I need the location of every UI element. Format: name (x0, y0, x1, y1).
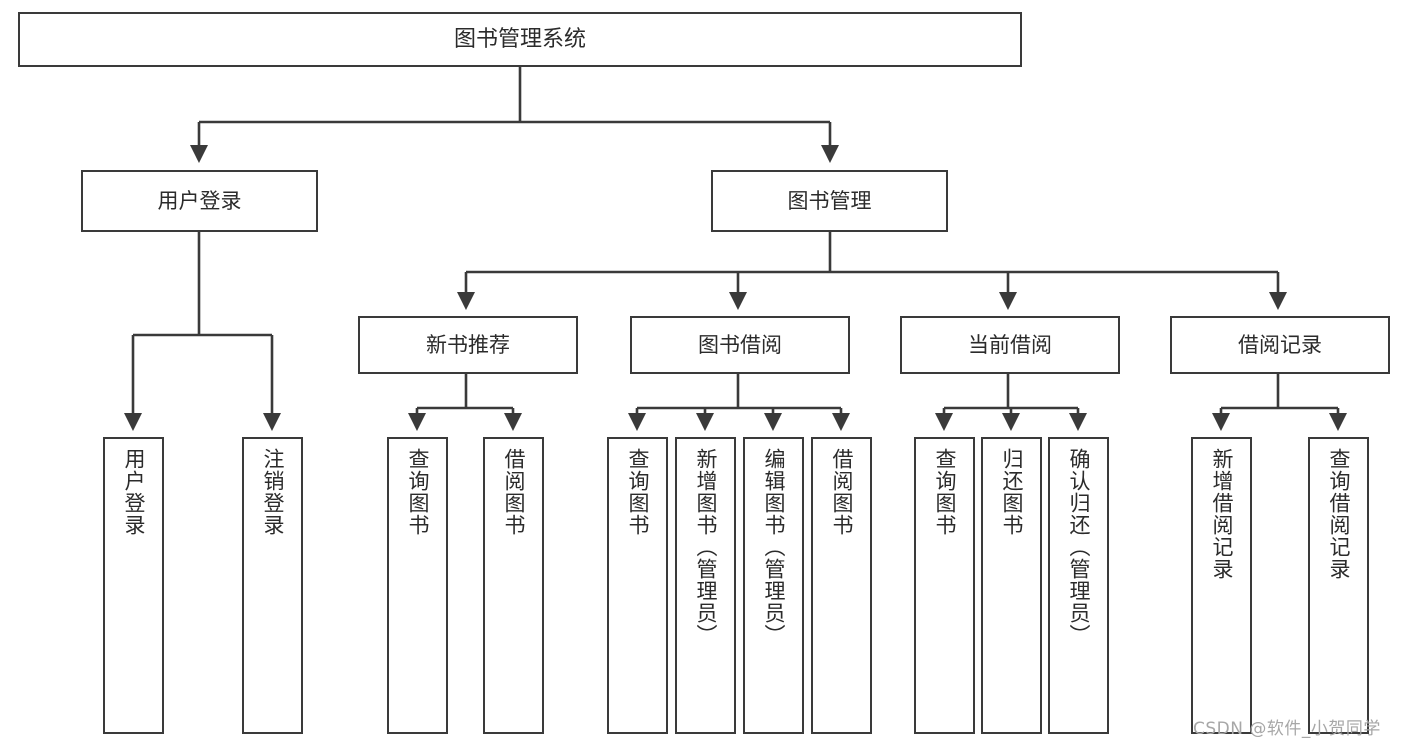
leaf-query-book-recommend[interactable]: 查询图书 (387, 437, 448, 734)
node-label: 图书管理系统 (453, 26, 586, 52)
node-new-book-recommend[interactable]: 新书推荐 (358, 316, 578, 374)
node-label: 借阅图书 (502, 448, 526, 536)
leaf-borrow-book[interactable]: 借阅图书 (811, 437, 872, 734)
node-label: 新增借阅记录 (1210, 448, 1234, 580)
node-current-borrow[interactable]: 当前借阅 (900, 316, 1120, 374)
leaf-query-borrow-record[interactable]: 查询借阅记录 (1308, 437, 1369, 734)
leaf-query-book-borrow[interactable]: 查询图书 (607, 437, 668, 734)
node-root-system[interactable]: 图书管理系统 (18, 12, 1022, 67)
node-label: 新书推荐 (426, 332, 510, 357)
watermark-text: CSDN @软件_小贺同学 (1193, 719, 1381, 739)
leaf-return-book[interactable]: 归还图书 (981, 437, 1042, 734)
leaf-confirm-return[interactable]: 确认归还（管理员） (1048, 437, 1109, 734)
node-borrow-record[interactable]: 借阅记录 (1170, 316, 1390, 374)
node-label: 归还图书 (1000, 448, 1024, 536)
node-label: 查询图书 (933, 448, 957, 536)
node-user-login[interactable]: 用户登录 (81, 170, 318, 232)
node-label: 借阅记录 (1238, 332, 1322, 357)
node-book-borrow[interactable]: 图书借阅 (630, 316, 850, 374)
leaf-user-login[interactable]: 用户登录 (103, 437, 164, 734)
node-label: 用户登录 (157, 188, 242, 213)
leaf-logout-login[interactable]: 注销登录 (242, 437, 303, 734)
node-label: 图书管理 (787, 188, 872, 213)
node-label: 新增图书（管理员） (694, 448, 718, 646)
node-book-management[interactable]: 图书管理 (711, 170, 948, 232)
leaf-add-book[interactable]: 新增图书（管理员） (675, 437, 736, 734)
node-label: 查询图书 (626, 448, 650, 536)
node-label: 注销登录 (261, 448, 285, 536)
node-label: 查询借阅记录 (1327, 448, 1351, 580)
leaf-query-book-current[interactable]: 查询图书 (914, 437, 975, 734)
node-label: 当前借阅 (968, 332, 1052, 357)
node-label: 确认归还（管理员） (1067, 448, 1091, 646)
leaf-edit-book[interactable]: 编辑图书（管理员） (743, 437, 804, 734)
leaf-borrow-book-recommend[interactable]: 借阅图书 (483, 437, 544, 734)
node-label: 查询图书 (406, 448, 430, 536)
leaf-add-borrow-record[interactable]: 新增借阅记录 (1191, 437, 1252, 734)
node-label: 图书借阅 (698, 332, 782, 357)
node-label: 用户登录 (122, 448, 146, 536)
node-label: 编辑图书（管理员） (762, 448, 786, 646)
node-label: 借阅图书 (830, 448, 854, 536)
